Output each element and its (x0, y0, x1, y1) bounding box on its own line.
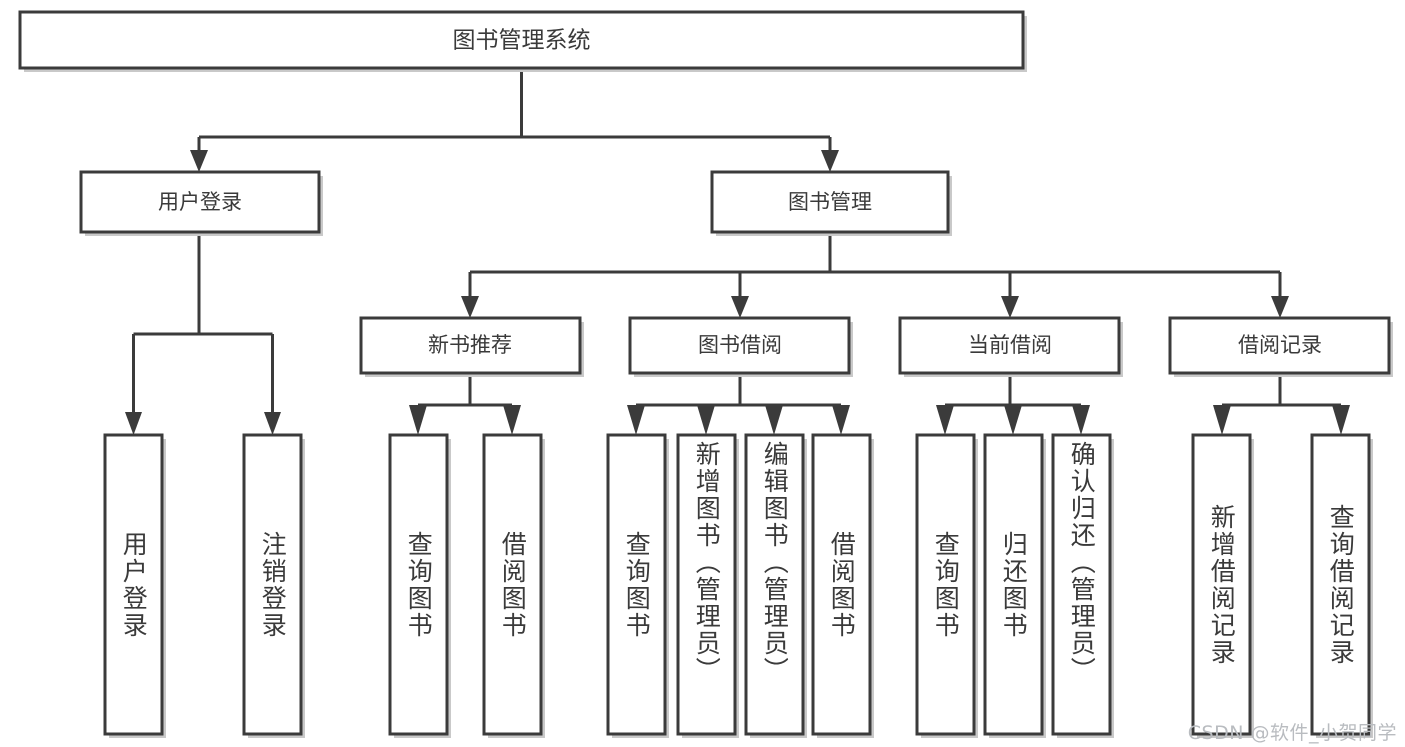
node-current-borrow-box[interactable] (898, 316, 1121, 375)
node-book-mgmt-box[interactable] (710, 170, 950, 234)
arrow-head-icon-leaf-rec-query (409, 405, 427, 435)
arrow-head-icon-leaf-borrow-edit (765, 405, 783, 435)
leaf-user-logout-box[interactable] (242, 433, 303, 736)
leaf-user-login-box[interactable] (103, 433, 164, 736)
node-book-mgmt-label: 图书管理 (788, 190, 872, 214)
node-new-book-rec-label: 新书推荐 (428, 333, 512, 357)
leaf-box-group (103, 433, 1373, 738)
arrow-head-icon-root-bookmgmt (821, 150, 839, 172)
connector-group-user-login (125, 232, 281, 435)
node-user-login-label: 用户登录 (158, 190, 242, 214)
leaf-borrow-query-box[interactable] (606, 433, 667, 736)
leaf-borrow-edit-box[interactable] (744, 433, 805, 736)
node-root-box[interactable] (18, 10, 1025, 70)
leaf-record-query-box[interactable] (1310, 433, 1371, 736)
csdn-watermark: CSDN @软件_小贺同学 (1187, 722, 1397, 744)
connector-group-borrow-record (1213, 375, 1350, 435)
leaf-rec-query-box[interactable] (388, 433, 449, 736)
connector-group-root (190, 68, 839, 172)
connector-group-book-mgmt (461, 232, 1289, 318)
arrow-head-icon-book-borrow (731, 296, 749, 318)
connector-group-new-book-rec (409, 375, 521, 435)
arrow-head-icon-leaf-cur-return (1004, 405, 1022, 435)
arrow-head-icon-borrow-record (1271, 296, 1289, 318)
node-root-label: 图书管理系统 (453, 28, 591, 54)
node-user-login-box[interactable] (79, 170, 321, 234)
node-borrow-record-box[interactable] (1168, 316, 1391, 375)
node-borrow-record-label: 借阅记录 (1238, 333, 1322, 357)
leaf-borrow-do-box[interactable] (811, 433, 872, 736)
arrow-head-icon-leaf-borrow-add (697, 405, 715, 435)
leaf-rec-borrow-box[interactable] (482, 433, 543, 736)
arrow-head-icon-leaf-user-logout (264, 412, 281, 435)
leaf-cur-confirm-box[interactable] (1051, 433, 1112, 736)
node-current-borrow-label: 当前借阅 (968, 333, 1052, 357)
arrow-head-icon-leaf-user-login (125, 412, 142, 435)
node-new-book-rec-box[interactable] (359, 316, 582, 375)
arrow-head-icon-root-userlogin (190, 150, 208, 172)
arrow-head-icon-current-borrow (1001, 296, 1019, 318)
leaf-record-add-box[interactable] (1191, 433, 1252, 736)
arrow-head-icon-leaf-cur-query (936, 405, 954, 435)
connector-group-current-borrow (936, 375, 1090, 435)
arrow-head-icon-leaf-cur-confirm (1072, 405, 1090, 435)
leaf-cur-return-box[interactable] (983, 433, 1044, 736)
arrow-head-icon-leaf-rec-borrow (503, 405, 521, 435)
arrow-head-icon-leaf-record-query (1332, 405, 1350, 435)
arrow-head-icon-leaf-record-add (1213, 405, 1231, 435)
arrow-head-icon-leaf-borrow-do (832, 405, 850, 435)
leaf-borrow-add-box[interactable] (676, 433, 737, 736)
node-book-borrow-box[interactable] (628, 316, 851, 375)
arrow-head-icon-leaf-borrow-query (627, 405, 645, 435)
arrow-head-icon-new-book-rec (461, 296, 479, 318)
leaf-cur-query-box[interactable] (915, 433, 976, 736)
node-book-borrow-label: 图书借阅 (698, 333, 782, 357)
connector-group-book-borrow (627, 375, 850, 435)
